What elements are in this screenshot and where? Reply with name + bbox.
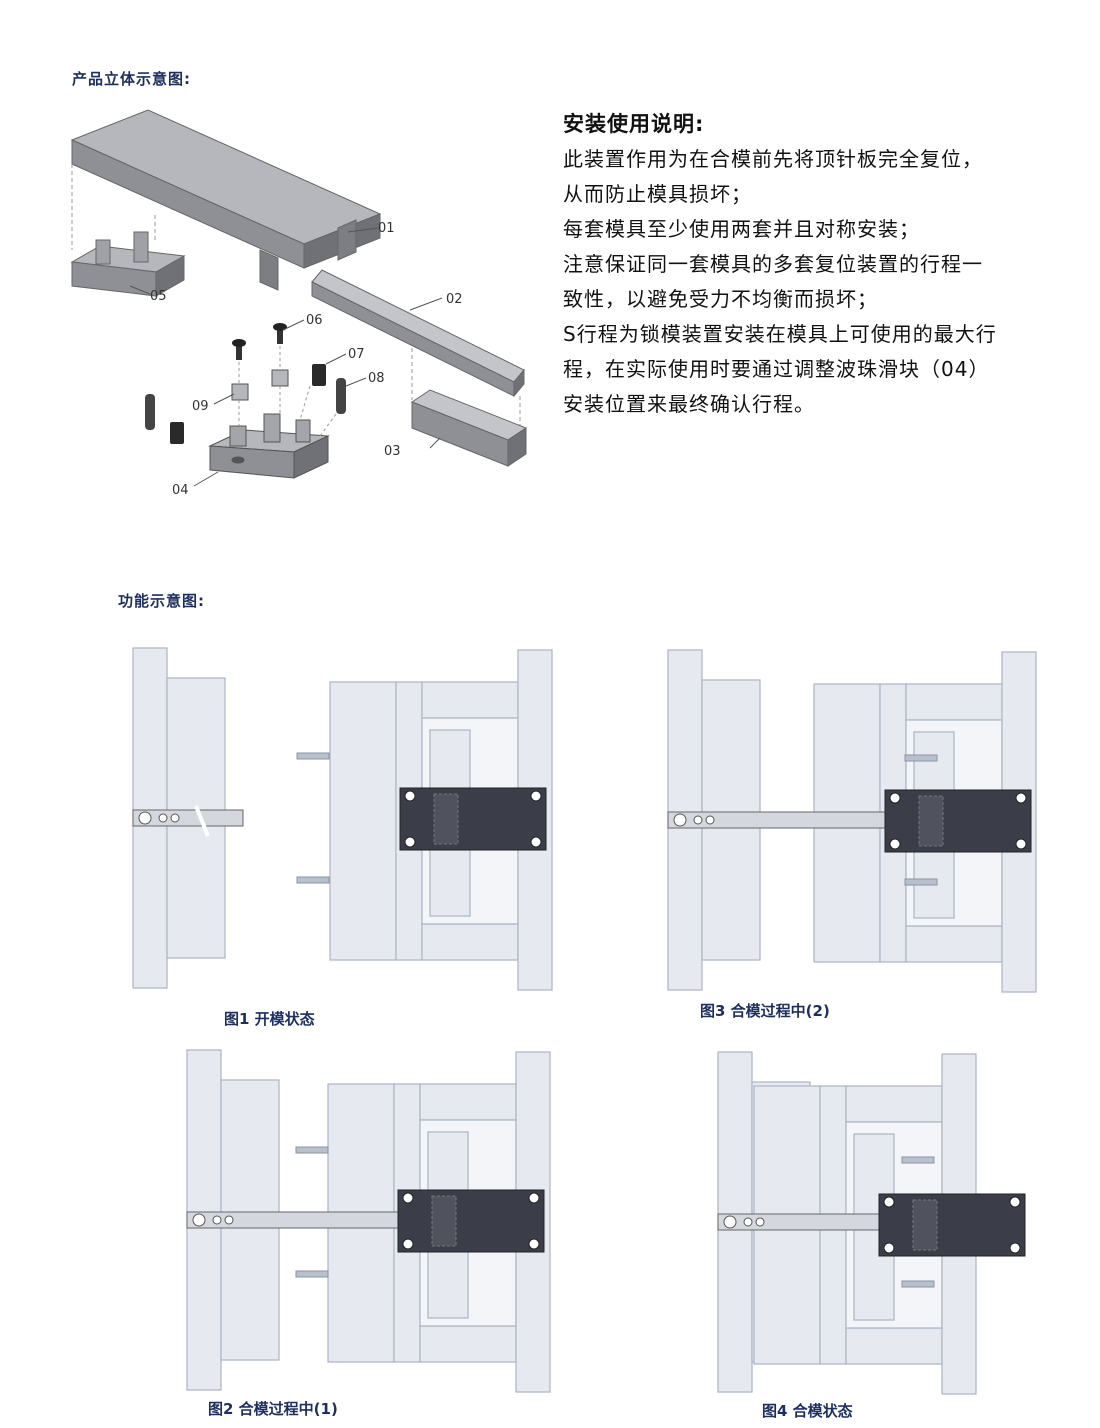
instruction-line: 致性，以避免受力不均衡而损坏； [563,287,878,311]
instruction-line: 此装置作用为在合模前先将顶针板完全复位， [563,147,983,171]
part-label-01: 01 [378,221,395,236]
part-07-bolt [170,364,326,444]
instruction-line: 每套模具至少使用两套并且对称安装； [563,217,920,241]
instructions-panel: 安装使用说明: 此装置作用为在合模前先将顶针板完全复位， 从而防止模具损坏； 每… [563,108,1093,422]
part-label-05: 05 [150,289,167,304]
part-label-03: 03 [384,444,401,459]
part-08-pin [145,378,346,430]
instruction-line: 程，在实际使用时要通过调整波珠滑块（04） [563,357,990,381]
part-03-slider [410,389,528,467]
part-09-ball [231,369,289,401]
part-label-07: 07 [348,347,365,362]
figure-1-mold-open [132,647,553,991]
part-02-bar [311,269,525,398]
figure-2-closing-1 [186,1049,551,1393]
part-label-09: 09 [192,399,209,414]
instructions-heading: 安装使用说明: [563,112,705,136]
part-01-plate [70,109,382,291]
instruction-line: S行程为锁模装置安装在模具上可使用的最大行 [563,322,997,346]
exploded-product-diagram: 01 02 03 04 05 06 07 08 09 [70,109,528,498]
part-label-02: 02 [446,292,463,307]
figure-3-closing-2 [667,649,1037,993]
caption-fig4: 图4 合模状态 [762,1402,853,1420]
section-title-3d: 产品立体示意图: [72,70,191,88]
part-04-ball-slider [208,413,330,479]
part-06-screw [232,323,287,360]
part-05-block [70,231,186,297]
part-label-04: 04 [172,483,189,498]
part-label-06: 06 [306,313,323,328]
caption-fig2: 图2 合模过程中(1) [208,1400,338,1418]
instruction-line: 从而防止模具损坏； [563,182,752,206]
caption-fig3: 图3 合模过程中(2) [700,1002,830,1020]
caption-fig1: 图1 开模状态 [224,1010,315,1028]
figure-4-mold-closed [717,1051,1026,1395]
instruction-line: 注意保证同一套模具的多套复位装置的行程一 [563,252,983,276]
section-title-function: 功能示意图: [118,592,205,610]
part-label-08: 08 [368,371,385,386]
instruction-line: 安装位置来最终确认行程。 [563,392,815,416]
